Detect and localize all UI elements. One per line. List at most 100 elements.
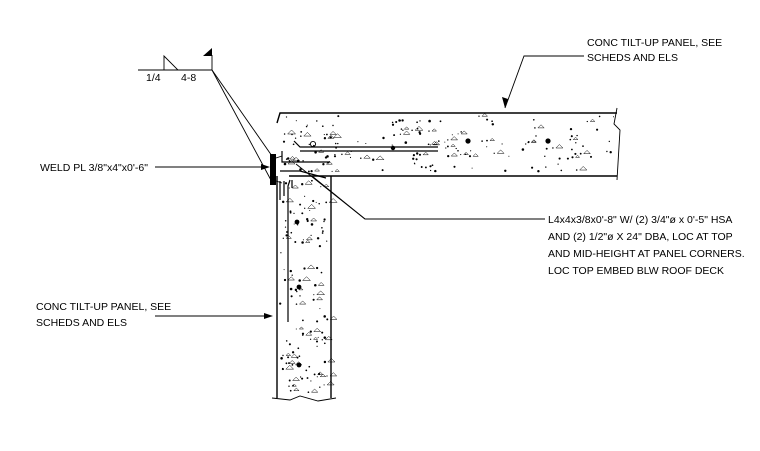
- concrete-aggregate: [285, 197, 295, 203]
- angle-embed-note: L4x4x3/8x0'-8" W/ (2) 3/4"ø x 0'-5" HSA …: [548, 214, 745, 277]
- top-panel-note: CONC TILT-UP PANEL, SEE SCHEDS AND ELS: [587, 37, 722, 64]
- concrete-stipple: [457, 133, 459, 135]
- concrete-stipple: [283, 162, 287, 166]
- concrete-stipple: [471, 167, 473, 169]
- concrete-stipple: [323, 315, 326, 318]
- concrete-aggregate: [285, 352, 292, 356]
- concrete-stipple: [299, 168, 302, 171]
- concrete-stipple: [451, 134, 453, 136]
- concrete-stipple: [557, 163, 559, 165]
- concrete-stipple: [314, 284, 317, 287]
- concrete-aggregate: [472, 153, 479, 157]
- concrete-stipple: [306, 219, 309, 223]
- concrete-aggregate: [316, 290, 326, 295]
- concrete-stipple: [326, 375, 328, 377]
- concrete-stipple: [429, 165, 432, 168]
- concrete-stipple: [294, 288, 298, 292]
- concrete-aggregate: [329, 315, 338, 320]
- concrete-stipple: [470, 150, 472, 152]
- concrete-stipple: [434, 169, 437, 173]
- concrete-stipple: [280, 252, 282, 254]
- concrete-stipple: [606, 150, 608, 153]
- concrete-aggregate: [555, 144, 564, 149]
- concrete-aggregate: [328, 198, 338, 203]
- concrete-stipple: [323, 360, 327, 364]
- concrete-stipple: [295, 328, 297, 330]
- concrete-stipple: [323, 134, 325, 136]
- concrete-stipple: [337, 142, 339, 145]
- concrete-aggregate: [313, 168, 321, 172]
- concrete-stipple: [447, 139, 449, 141]
- top-panel-note-line-2: SCHEDS AND ELS: [587, 52, 678, 64]
- concrete-stipple: [305, 369, 308, 372]
- concrete-stipple: [401, 119, 404, 122]
- hsa-anchor-circle: [309, 140, 317, 148]
- concrete-stipple: [391, 123, 395, 126]
- concrete-stipple: [478, 115, 480, 117]
- concrete-stipple: [382, 136, 385, 140]
- concrete-stipple: [306, 124, 308, 126]
- concrete-stipple: [574, 152, 577, 155]
- concrete-stipple: [290, 231, 293, 234]
- concrete-stipple: [596, 128, 599, 131]
- concrete-aggregate: [303, 132, 312, 137]
- left-panel-note-line-2: SCHEDS AND ELS: [36, 317, 127, 329]
- concrete-stipple: [288, 362, 290, 365]
- concrete-stipple: [579, 152, 582, 155]
- concrete-stipple: [402, 129, 404, 131]
- concrete-aggregate: [287, 276, 296, 281]
- concrete-aggregate: [327, 358, 336, 363]
- concrete-stipple: [291, 274, 293, 276]
- concrete-aggregate: [298, 326, 305, 330]
- concrete-aggregate: [323, 183, 330, 187]
- concrete-stipple: [291, 364, 294, 366]
- concrete-stipple: [337, 115, 340, 118]
- concrete-aggregate: [403, 126, 410, 130]
- concrete-stipple: [399, 120, 402, 122]
- concrete-aggregate: [306, 264, 316, 269]
- concrete-stipple: [289, 389, 292, 392]
- concrete-stipple: [404, 141, 408, 144]
- concrete-stipple: [365, 142, 367, 145]
- concrete-stipple: [316, 120, 318, 122]
- concrete-stipple: [331, 170, 333, 172]
- concrete-stipple: [334, 142, 337, 145]
- concrete-aggregate: [285, 364, 295, 370]
- concrete-stipple: [322, 230, 324, 232]
- concrete-stipple: [525, 143, 527, 145]
- concrete-aggregate: [344, 151, 351, 155]
- weld-size: 1/4: [146, 72, 161, 84]
- concrete-stipple: [391, 144, 393, 146]
- concrete-stipple: [491, 123, 495, 126]
- rebar-dot-6: [296, 362, 302, 368]
- concrete-stipple: [301, 241, 304, 244]
- concrete-aggregate: [431, 128, 438, 132]
- concrete-aggregate: [450, 136, 459, 141]
- left-panel-note-line-1: CONC TILT-UP PANEL, SEE: [36, 301, 171, 313]
- angle-note-line-4: LOC TOP EMBED BLW ROOF DECK: [548, 265, 724, 277]
- concrete-aggregate: [290, 353, 299, 358]
- concrete-stipple: [349, 156, 352, 159]
- concrete-stipple: [303, 267, 306, 270]
- concrete-stipple: [310, 223, 314, 226]
- concrete-stipple: [288, 379, 291, 382]
- concrete-aggregate: [310, 217, 318, 222]
- concrete-aggregate: [450, 152, 459, 157]
- concrete-stipple: [281, 367, 284, 370]
- concrete-stipple: [323, 384, 325, 386]
- concrete-stipple: [326, 240, 328, 242]
- concrete-stipple: [521, 148, 525, 151]
- concrete-aggregate: [329, 372, 338, 377]
- concrete-aggregate: [292, 376, 301, 381]
- concrete-stipple: [416, 152, 419, 155]
- concrete-stipple: [608, 140, 610, 143]
- concrete-stipple: [320, 186, 322, 188]
- concrete-stipple: [289, 287, 293, 291]
- concrete-stipple: [439, 120, 442, 123]
- concrete-stipple: [569, 127, 573, 131]
- concrete-stipple: [316, 237, 320, 240]
- concrete-stipple: [427, 143, 430, 146]
- concrete-stipple: [285, 234, 288, 237]
- concrete-aggregate: [304, 180, 313, 185]
- concrete-stipple: [453, 165, 456, 168]
